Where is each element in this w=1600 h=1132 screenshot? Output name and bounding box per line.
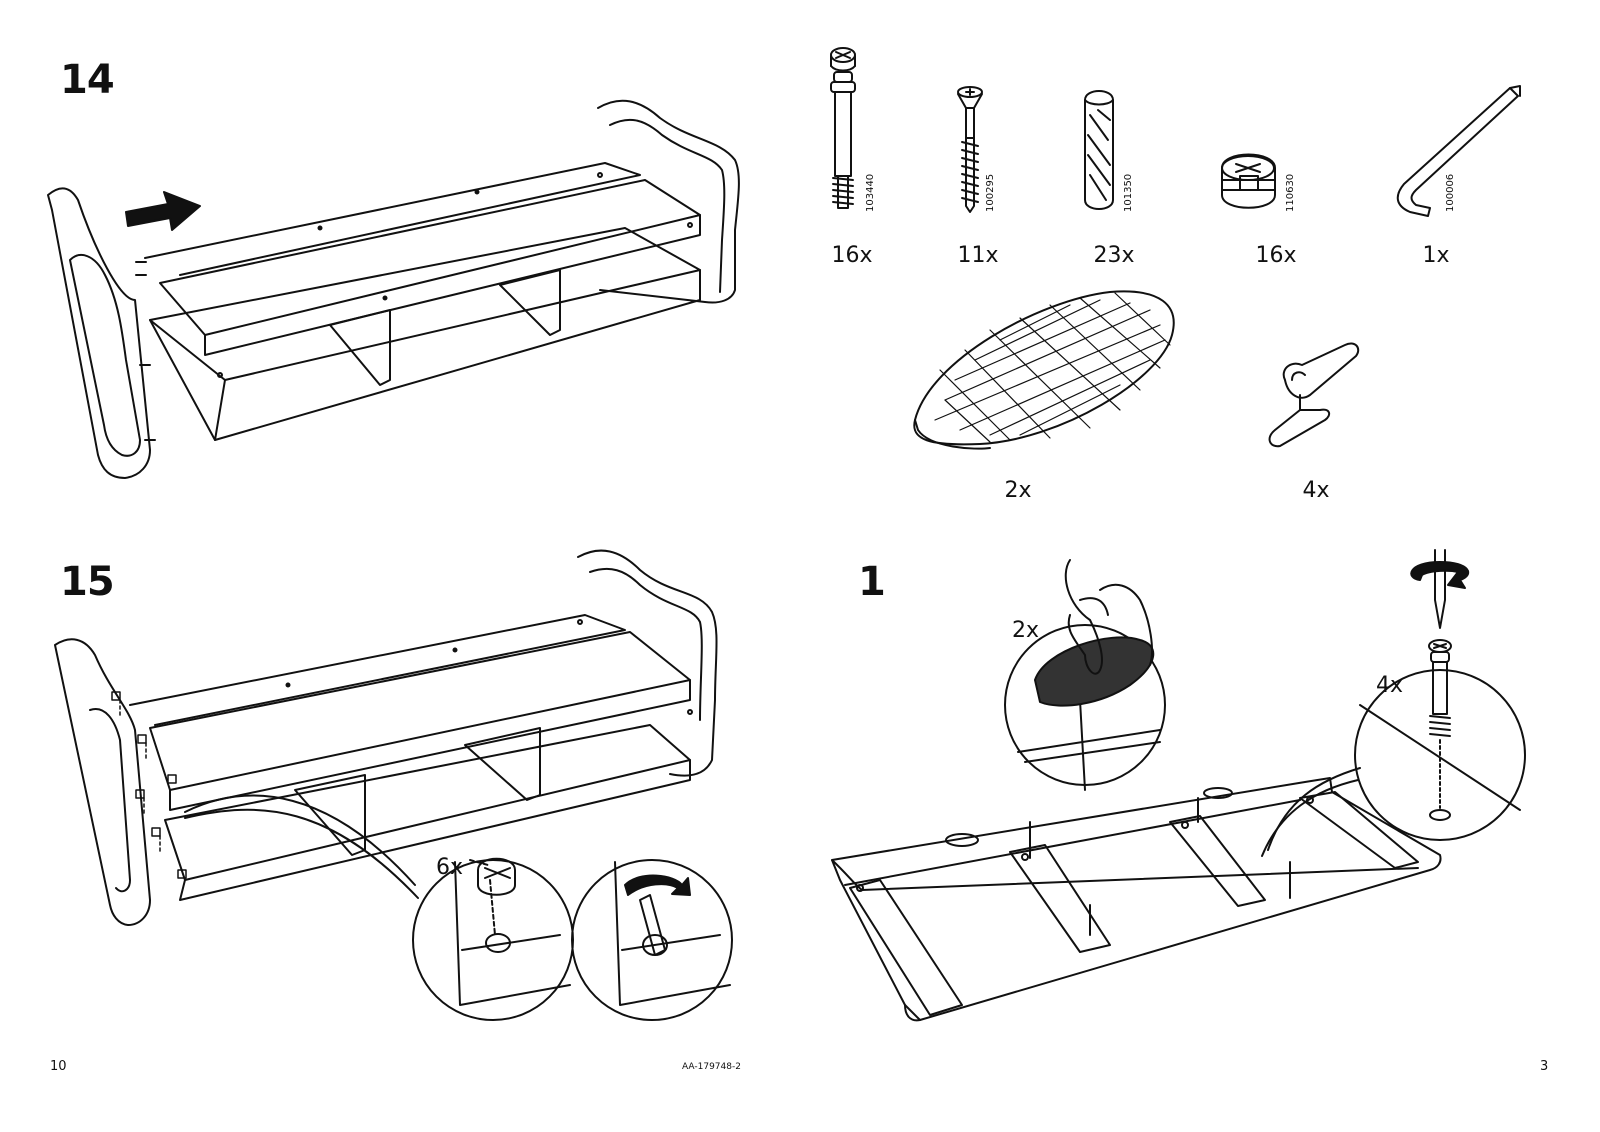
part-quantity: 4x <box>1302 478 1330 503</box>
allen-key-icon <box>1396 85 1521 217</box>
part-article-number: 100295 <box>985 173 996 212</box>
part-quantity: 2x <box>1004 478 1032 503</box>
part-article-number: 101350 <box>1123 173 1134 212</box>
crank-handle-icon <box>1268 342 1360 448</box>
pad-count-label: 2x <box>1012 618 1040 643</box>
part-quantity: 16x <box>1255 243 1297 268</box>
right-page-number: 3 <box>1540 1059 1549 1074</box>
step15-illustration <box>54 549 733 1021</box>
detail-circle-turn <box>571 859 733 1021</box>
step1-illustration <box>831 549 1526 1022</box>
detail-circle-pad <box>1004 559 1166 791</box>
rotate-arrow-icon <box>624 874 691 896</box>
part-article-number: 100006 <box>1445 173 1456 212</box>
step-number-1: 1 <box>858 559 886 605</box>
detail-circle-camlock <box>412 857 574 1021</box>
left-page-number: 10 <box>50 1059 67 1074</box>
document-id: AA-179748-2 <box>682 1062 741 1072</box>
rotate-arrow-icon <box>1410 561 1470 589</box>
part-article-number: 110630 <box>1285 173 1296 212</box>
parts-list <box>830 47 1521 450</box>
step-number-14: 14 <box>60 57 115 103</box>
screw-icon <box>957 86 983 213</box>
step14-illustration <box>47 99 740 479</box>
camlock-count-label: 6x <box>436 855 464 880</box>
step-number-15: 15 <box>60 559 115 605</box>
part-quantity: 11x <box>957 243 999 268</box>
felt-pad-icon <box>913 290 1175 450</box>
part-quantity: 23x <box>1093 243 1135 268</box>
cam-lock-icon <box>1221 153 1276 209</box>
bolt-count-label: 4x <box>1376 673 1404 698</box>
detail-circle-bolt <box>1354 549 1526 841</box>
cam-bolt-icon <box>830 47 856 209</box>
part-quantity: 1x <box>1422 243 1450 268</box>
part-quantity: 16x <box>831 243 873 268</box>
part-article-number: 103440 <box>865 173 876 212</box>
push-arrow-icon <box>125 191 201 231</box>
dowel-icon <box>1084 90 1114 210</box>
